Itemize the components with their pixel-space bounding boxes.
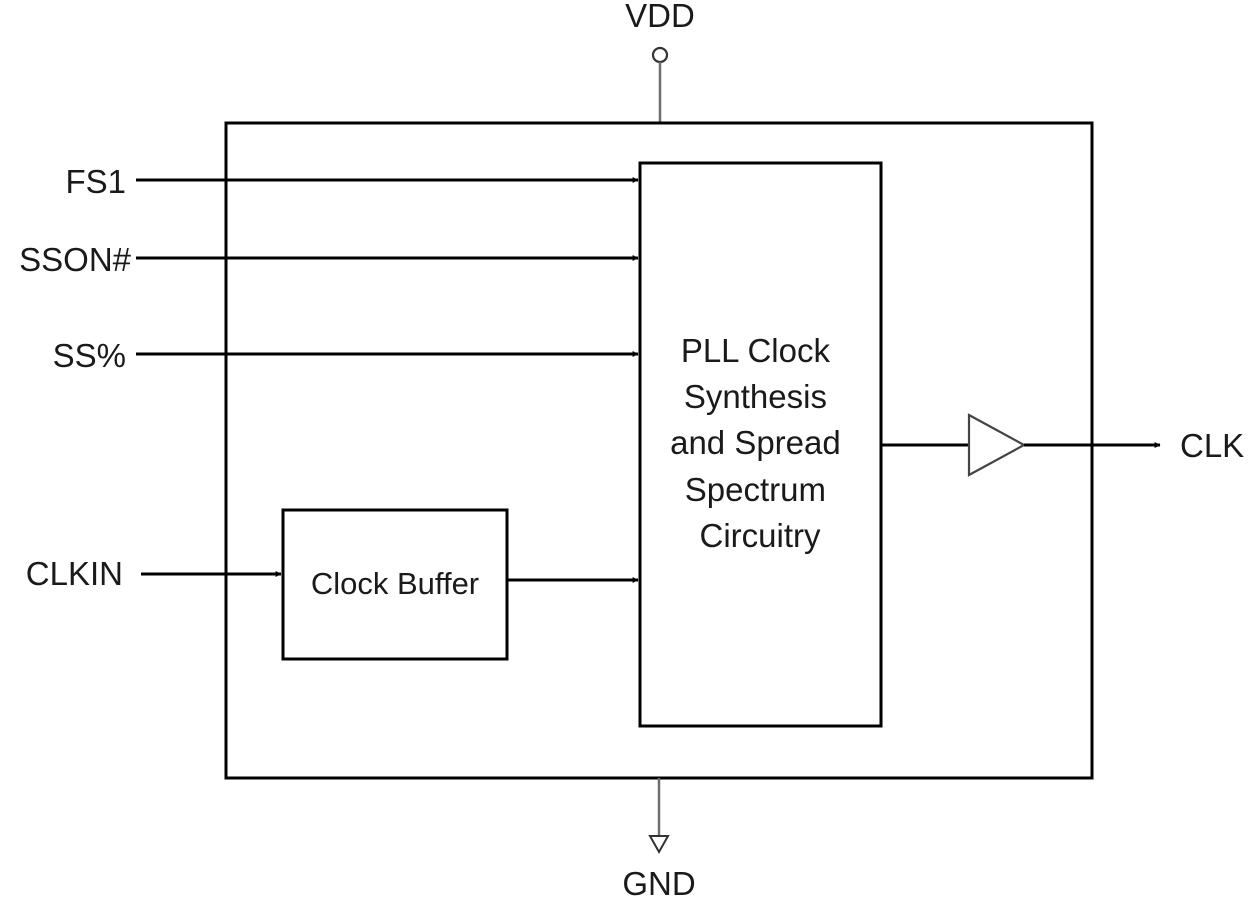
vdd-terminal-icon: [651, 46, 669, 64]
clock-buffer-block: [281, 508, 509, 661]
input-label-fs1: FS1: [65, 163, 126, 200]
input-label-clkin: CLKIN: [26, 555, 123, 592]
gnd-symbol-icon: [648, 835, 670, 855]
pll-line: Spectrum: [685, 471, 826, 508]
pll-line: Circuitry: [700, 517, 821, 554]
vdd-label: VDD: [625, 0, 695, 34]
input-label-ss: SS%: [53, 337, 126, 374]
pll-line: PLL Clock: [681, 332, 831, 369]
output-label-clk: CLK: [1180, 427, 1244, 464]
pll-block-label: PLL Clock Synthesis and Spread Spectrum …: [670, 332, 850, 554]
output-buffer-triangle-icon: [967, 413, 1027, 477]
pll-block: [638, 161, 883, 728]
input-label-sson: SSON#: [19, 241, 132, 278]
pll-line: Synthesis: [684, 378, 827, 415]
pll-line: and Spread: [670, 424, 841, 461]
gnd-label: GND: [622, 865, 695, 899]
clock-buffer-label: Clock Buffer: [311, 566, 479, 601]
